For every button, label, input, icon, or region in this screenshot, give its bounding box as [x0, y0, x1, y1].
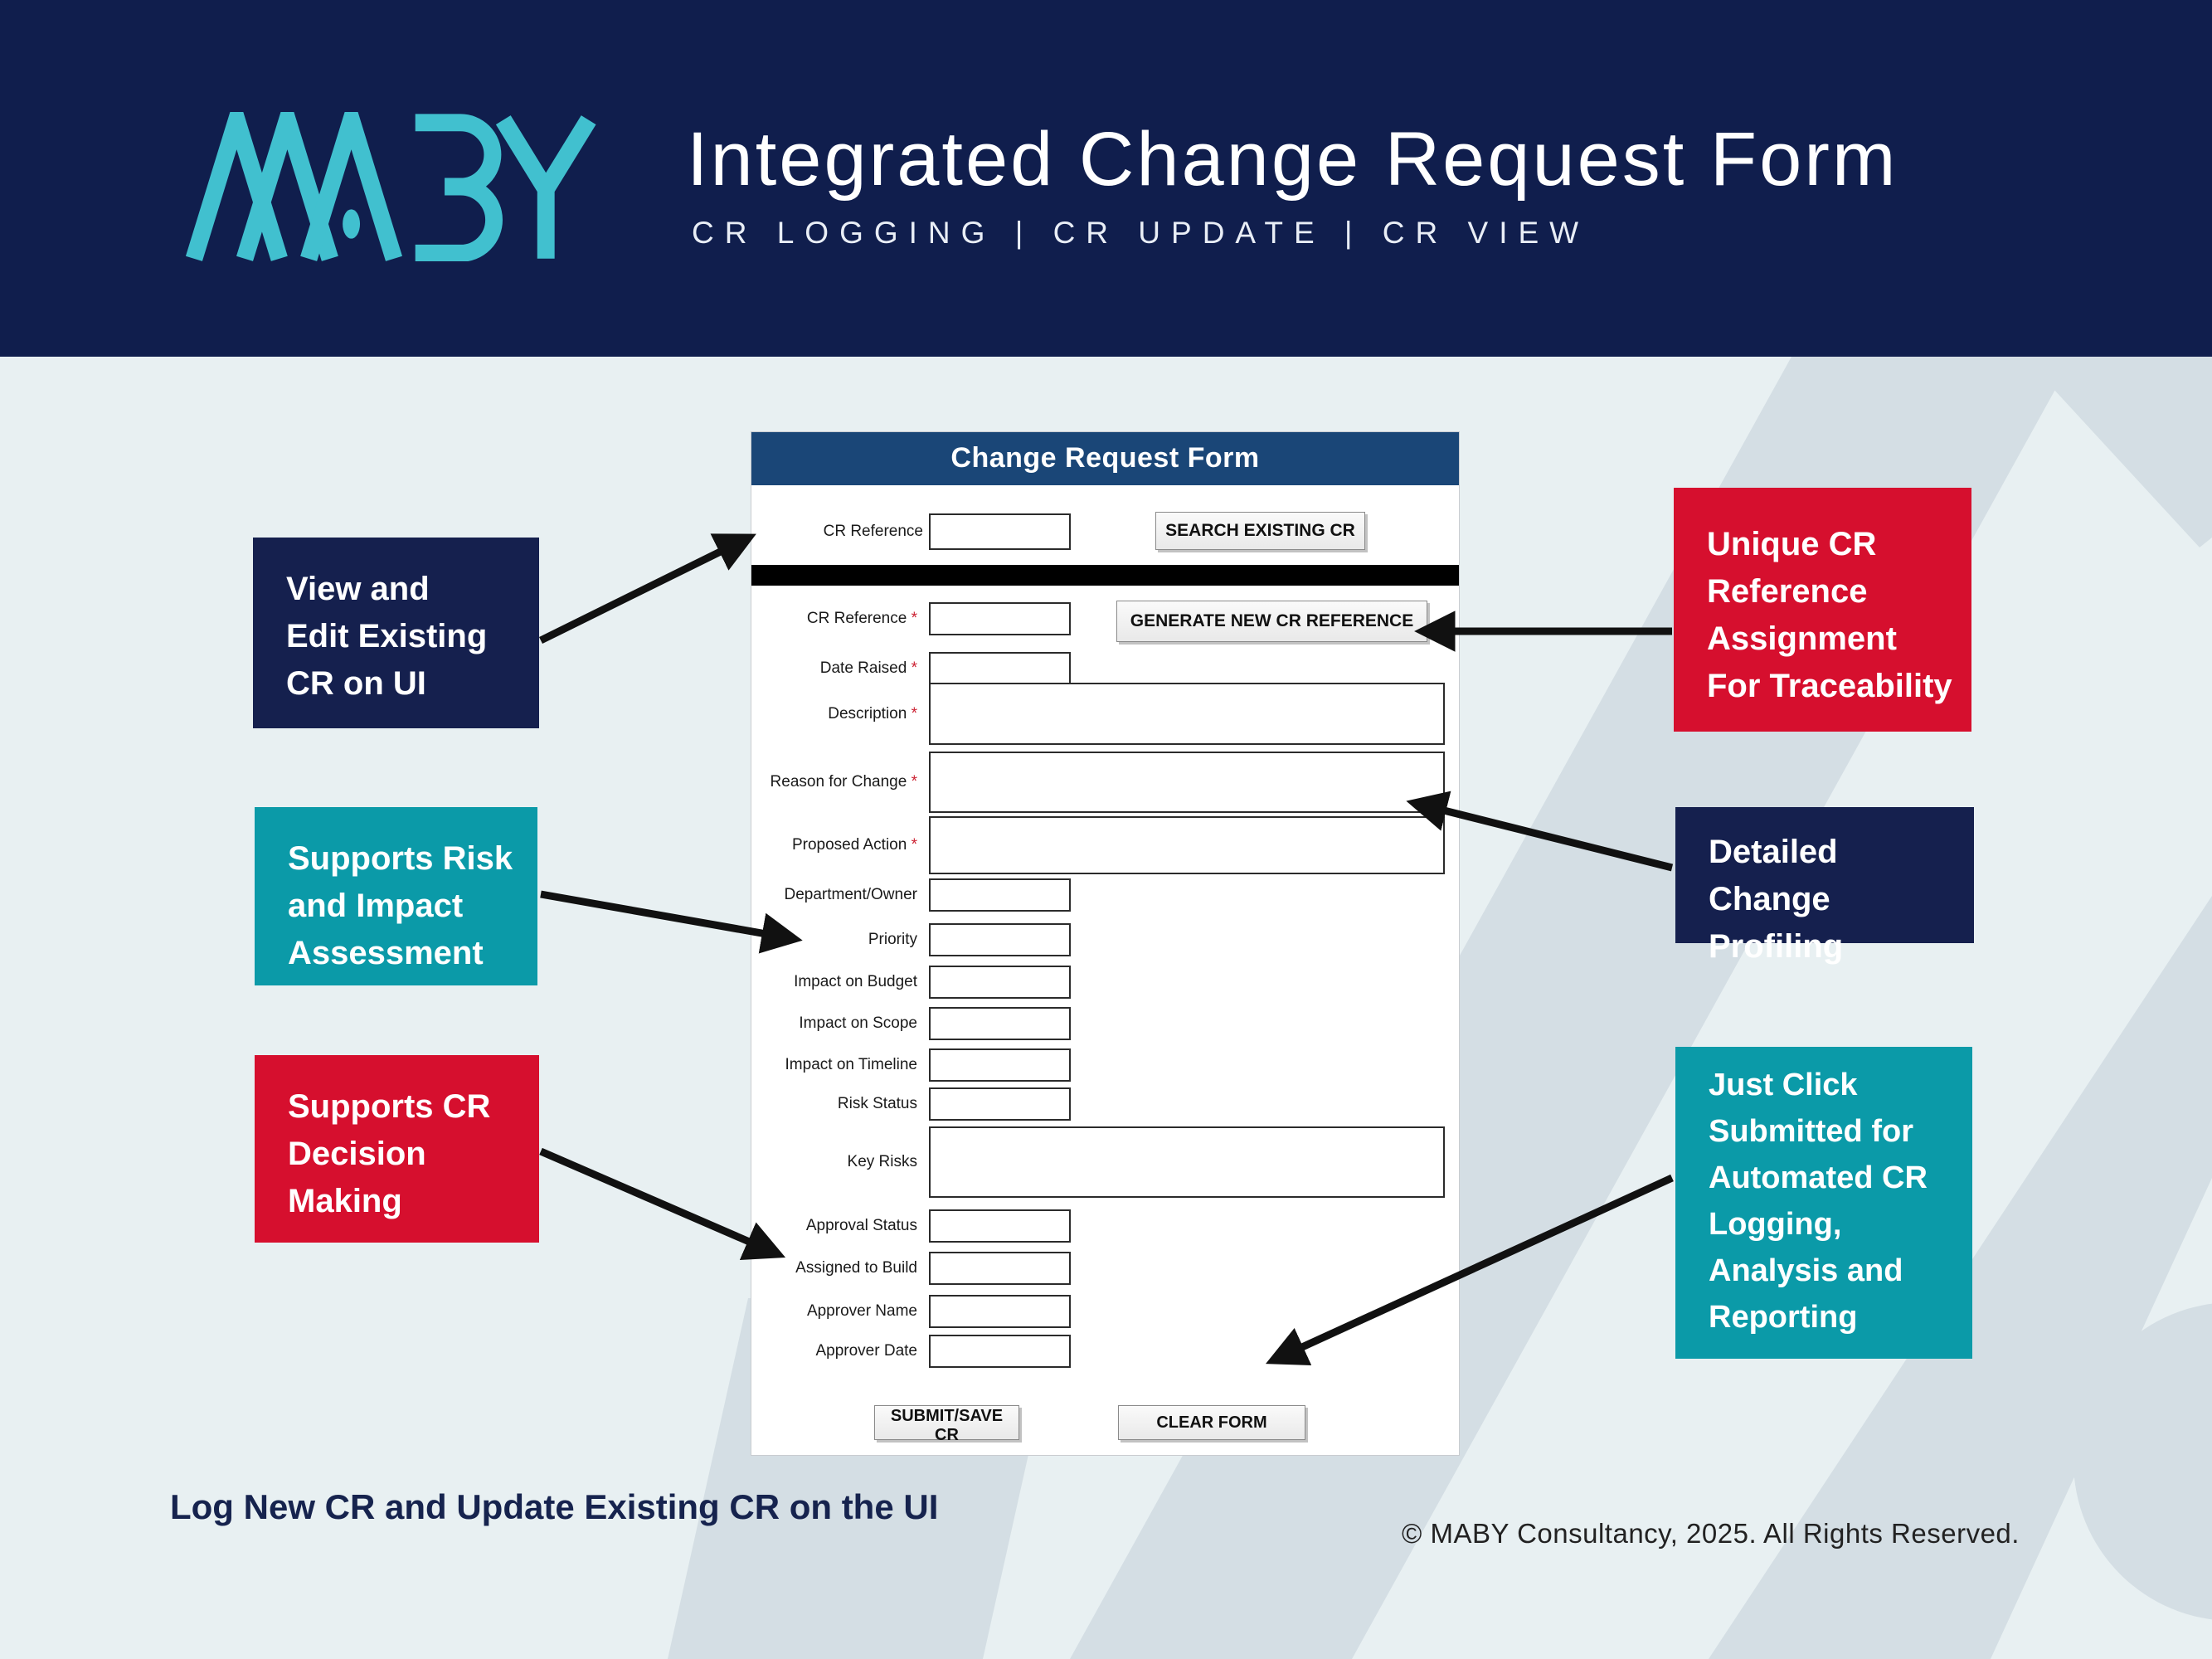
maby-logo: [185, 112, 596, 261]
field-label-impact-on-scope: Impact on Scope: [799, 1014, 917, 1032]
cr-reference-search-label: CR Reference: [823, 523, 923, 540]
field-label-approver-name: Approver Name: [806, 1302, 917, 1320]
required-marker: *: [911, 610, 917, 627]
clear-form-button[interactable]: CLEAR FORM: [1118, 1405, 1305, 1440]
required-marker: *: [911, 705, 917, 722]
required-marker: *: [911, 773, 917, 791]
generate-new-cr-reference-button[interactable]: GENERATE NEW CR REFERENCE: [1116, 601, 1427, 642]
callout-risk-impact-assessment: Supports Risk and Impact Assessment: [255, 807, 537, 985]
callout-unique-cr-reference: Unique CR Reference Assignment For Trace…: [1674, 488, 1971, 732]
field-label-date-raised: Date Raised *: [819, 659, 917, 677]
field-label-reason-for-change: Reason for Change *: [770, 773, 917, 791]
approver-date-input[interactable]: [929, 1335, 1071, 1368]
field-label-approver-date: Approver Date: [815, 1342, 917, 1360]
cr-reference-input[interactable]: [929, 602, 1071, 635]
impact-on-scope-input[interactable]: [929, 1007, 1071, 1040]
assigned-to-build-input[interactable]: [929, 1252, 1071, 1285]
key-risks-textarea[interactable]: [929, 1126, 1445, 1198]
field-label-impact-on-budget: Impact on Budget: [794, 973, 917, 990]
impact-on-timeline-input[interactable]: [929, 1048, 1071, 1082]
section-divider-bar: [751, 565, 1459, 586]
callout-detailed-change-profiling: Detailed Change Profiling: [1675, 807, 1974, 965]
approval-status-input[interactable]: [929, 1209, 1071, 1243]
proposed-action-textarea[interactable]: [929, 816, 1445, 874]
reason-for-change-textarea[interactable]: [929, 752, 1445, 813]
date-raised-input[interactable]: [929, 652, 1071, 685]
page-subtitle: CR LOGGING | CR UPDATE | CR VIEW: [692, 216, 1590, 250]
field-label-description: Description *: [828, 705, 917, 722]
approver-name-input[interactable]: [929, 1295, 1071, 1328]
field-label-key-risks: Key Risks: [847, 1153, 917, 1170]
footer-copyright: © MABY Consultancy, 2025. All Rights Res…: [1402, 1518, 2020, 1549]
required-marker: *: [911, 836, 917, 854]
cr-reference-search-input[interactable]: [929, 513, 1071, 550]
callout-view-edit-existing-cr: View and Edit Existing CR on UI: [253, 538, 539, 728]
risk-status-input[interactable]: [929, 1087, 1071, 1121]
logo-letter-a: [300, 112, 402, 261]
watermark-band: [2024, 357, 2212, 547]
change-request-form: Change Request Form CR Reference SEARCH …: [751, 431, 1460, 1456]
callout-automated-cr-logging: Just Click Submitted for Automated CR Lo…: [1675, 1047, 1972, 1359]
field-label-proposed-action: Proposed Action *: [791, 836, 917, 854]
logo-letter-a-dot: [343, 209, 361, 239]
search-existing-cr-button[interactable]: SEARCH EXISTING CR: [1155, 512, 1365, 550]
footer-tagline: Log New CR and Update Existing CR on the…: [170, 1487, 939, 1526]
submit-save-cr-button[interactable]: SUBMIT/SAVE CR: [874, 1405, 1019, 1444]
header-banner: Integrated Change Request Form CR LOGGIN…: [0, 0, 2212, 357]
field-label-impact-on-timeline: Impact on Timeline: [785, 1056, 917, 1073]
logo-letter-b: [415, 114, 503, 261]
callout-cr-decision-making: Supports CR Decision Making: [255, 1055, 539, 1243]
page-title: Integrated Change Request Form: [687, 117, 1898, 202]
form-title: Change Request Form: [751, 432, 1459, 485]
watermark-circle: [2073, 1303, 2212, 1620]
required-marker: *: [911, 659, 917, 677]
field-label-approval-status: Approval Status: [805, 1217, 917, 1234]
field-label-cr-reference: CR Reference *: [806, 610, 917, 627]
field-label-assigned-to-build: Assigned to Build: [795, 1259, 917, 1277]
priority-input[interactable]: [929, 923, 1071, 956]
description-textarea[interactable]: [929, 683, 1445, 745]
logo-letter-y: [495, 115, 596, 259]
impact-on-budget-input[interactable]: [929, 966, 1071, 999]
field-label-department-owner: Department/Owner: [784, 886, 917, 903]
field-label-priority: Priority: [868, 931, 917, 948]
department-owner-input[interactable]: [929, 878, 1071, 912]
field-label-risk-status: Risk Status: [837, 1095, 917, 1112]
